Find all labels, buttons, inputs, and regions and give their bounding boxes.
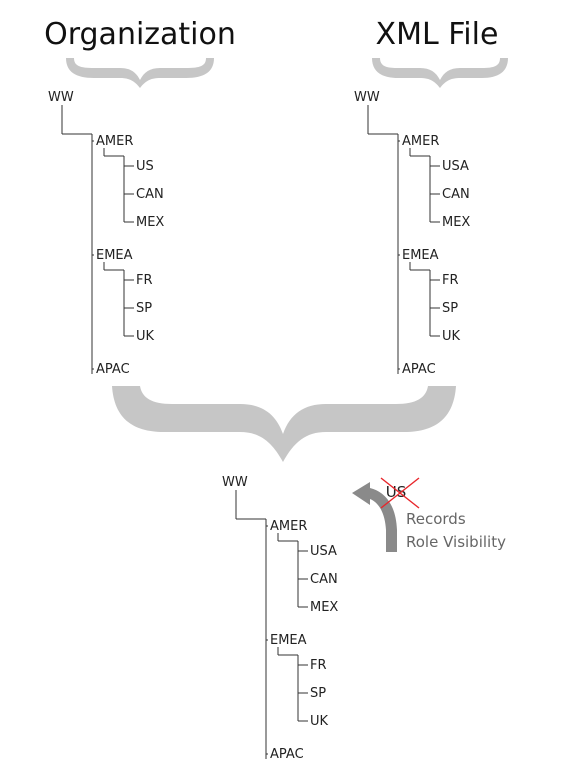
cross-out-icon — [380, 477, 420, 509]
leaf-fr: FR — [442, 273, 459, 288]
leaf-uk: UK — [136, 329, 155, 344]
region-emea: EMEA — [402, 248, 439, 263]
leaf-fr: FR — [310, 658, 327, 673]
xml-file-brace — [372, 58, 508, 88]
note-records: Records — [406, 510, 466, 528]
leaf-mex: MEX — [442, 215, 470, 230]
leaf-sp: SP — [442, 301, 458, 316]
leaf-usa: USA — [310, 544, 337, 559]
leaf-usa: USA — [442, 159, 469, 174]
crossed-out-label: US — [386, 483, 407, 501]
leaf-us: US — [136, 159, 154, 174]
region-amer: AMER — [270, 519, 307, 534]
merge-brace — [112, 386, 456, 462]
leaf-uk: UK — [310, 714, 329, 729]
leaf-can: CAN — [136, 187, 164, 202]
region-apac: APAC — [270, 747, 304, 759]
organization-title: Organization — [44, 17, 236, 52]
region-apac: APAC — [402, 362, 436, 377]
curved-arrow-icon — [352, 482, 397, 552]
organization-brace — [66, 58, 214, 88]
tree-root: WW — [354, 90, 380, 105]
tree-root: WW — [222, 475, 248, 490]
tree-root: WW — [48, 90, 74, 105]
leaf-mex: MEX — [310, 600, 338, 615]
leaf-mex: MEX — [136, 215, 164, 230]
leaf-fr: FR — [136, 273, 153, 288]
region-emea: EMEA — [96, 248, 133, 263]
region-amer: AMER — [402, 134, 439, 149]
xml-file-title: XML File — [376, 17, 499, 52]
leaf-can: CAN — [442, 187, 470, 202]
note-role-visibility: Role Visibility — [406, 533, 506, 551]
region-amer: AMER — [96, 134, 133, 149]
region-emea: EMEA — [270, 633, 307, 648]
region-apac: APAC — [96, 362, 130, 377]
leaf-can: CAN — [310, 572, 338, 587]
leaf-uk: UK — [442, 329, 461, 344]
leaf-sp: SP — [310, 686, 326, 701]
leaf-sp: SP — [136, 301, 152, 316]
